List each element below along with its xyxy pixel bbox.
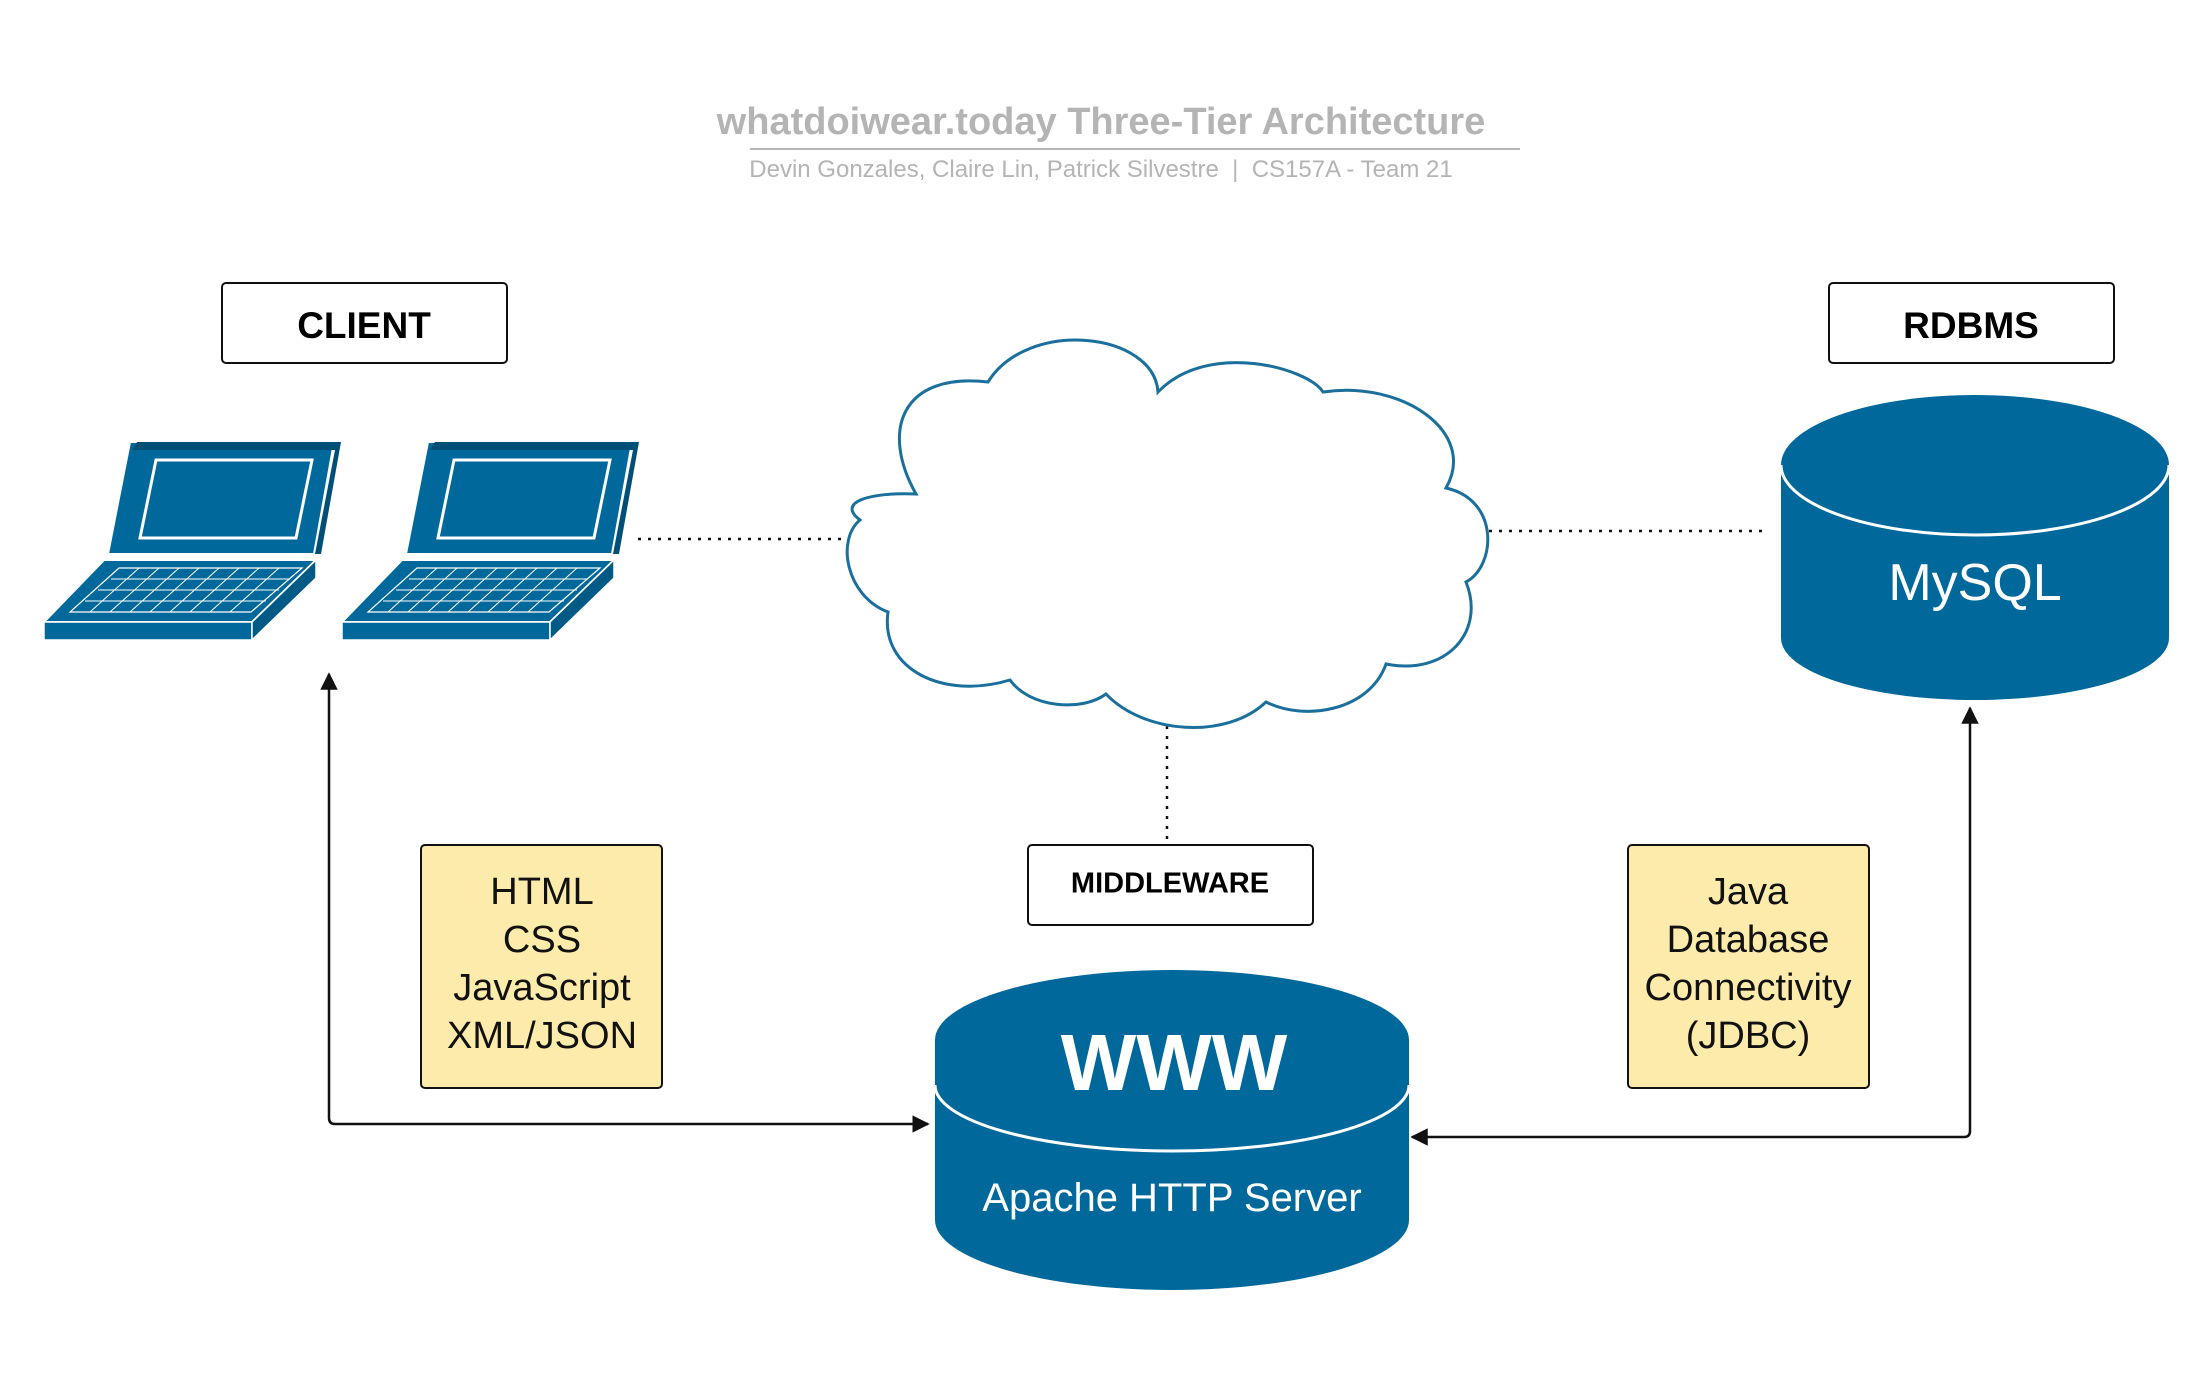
server-heading: WWW [1061,1018,1288,1107]
middleware-label-box: MIDDLEWARE [1027,844,1314,926]
diagram-subtitle: Devin Gonzales, Claire Lin, Patrick Silv… [749,156,1452,183]
client-tech-note: HTML CSS JavaScript XML/JSON [420,844,663,1089]
client-label: CLIENT [297,305,431,346]
client-label-box: CLIENT [221,282,508,364]
server-db-arrow [1410,706,1979,1146]
laptop-icon [41,441,341,642]
note-line: Java [1708,871,1789,913]
laptop-icon [339,441,639,642]
server-caption: Apache HTTP Server [982,1176,1361,1220]
note-line: (JDBC) [1686,1015,1811,1057]
mysql-label: MySQL [1888,554,2061,612]
web-server: WWW Apache HTTP Server [933,970,1411,1290]
diagram-title: whatdoiwear.today Three-Tier Architectur… [716,101,1486,143]
database-cylinder-icon [1781,395,2169,700]
middleware-label: MIDDLEWARE [1071,868,1269,900]
jdbc-note: Java Database Connectivity (JDBC) [1627,844,1870,1089]
note-line: Database [1667,919,1830,961]
mysql-database: MySQL [1779,395,2171,700]
cloud-icon [845,338,1490,729]
note-line: HTML [490,871,593,913]
note-line: CSS [503,919,581,961]
rdbms-label: RDBMS [1903,305,2039,346]
note-line: JavaScript [453,967,631,1009]
rdbms-label-box: RDBMS [1828,282,2115,364]
database-cylinder-icon [935,970,1409,1290]
client-server-arrow [320,672,930,1133]
note-line: XML/JSON [447,1015,637,1057]
note-line: Connectivity [1645,967,1852,1009]
